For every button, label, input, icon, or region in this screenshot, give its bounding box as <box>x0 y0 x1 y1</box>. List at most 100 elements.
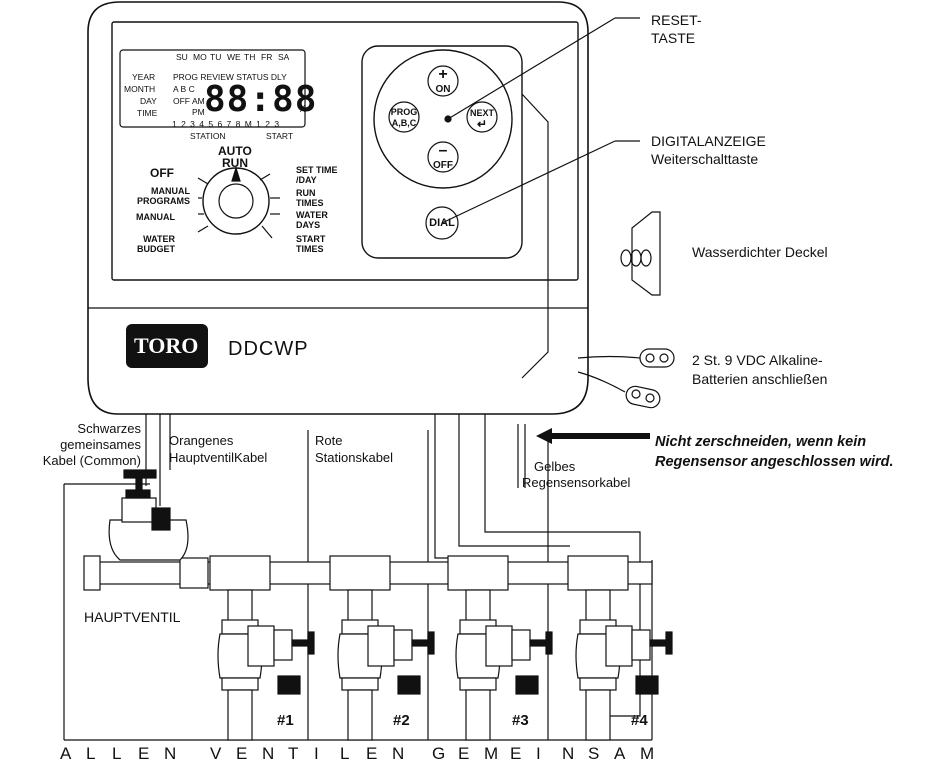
station-number-4: #4 <box>631 712 648 729</box>
lcd-time: TIME <box>137 108 158 118</box>
lcd-station-label: STATION <box>190 131 226 141</box>
lcd-year: YEAR <box>132 72 156 82</box>
station-wire-label-1: Rote <box>315 433 343 448</box>
toro-logo-text: TORO <box>134 333 199 358</box>
dial-water-days: WATER DAYS <box>296 210 328 230</box>
station-number-1: #1 <box>277 712 294 729</box>
caption-letter: I <box>536 744 541 763</box>
lcd-digits: 88:88 <box>204 79 318 120</box>
cover-label: Wasserdichter Deckel <box>692 244 828 260</box>
enter-icon: ↵ <box>476 117 488 131</box>
caption-letter: A <box>614 744 626 763</box>
caption-letter: L <box>86 744 96 763</box>
caption-letter: E <box>138 744 150 763</box>
battery-label-line1: 2 St. 9 VDC Alkaline- <box>692 352 823 368</box>
caption-letter: T <box>288 744 299 763</box>
toro-logo <box>126 324 208 368</box>
prog-button[interactable]: PROG <box>390 107 418 117</box>
lcd-station-numbers: 1 2 3 4 5 6 7 8 M 1 2 3 <box>172 119 281 129</box>
dial-water-budget: WATER BUDGET <box>137 234 175 254</box>
dial-start-times: START TIMES <box>296 234 326 254</box>
dial-off: OFF <box>150 166 174 180</box>
reset-label-line1: RESET- <box>651 12 702 28</box>
lcd-programs: A B C <box>173 84 195 94</box>
lcd-day-th: TH <box>244 52 256 62</box>
lcd-day-sa: SA <box>278 52 290 62</box>
caption-letter: I <box>314 744 319 763</box>
warning-line2: Regensensor angeschlossen wird. <box>655 454 894 470</box>
caption-letter: M <box>484 744 499 763</box>
dial-set-time: SET TIME /DAY <box>296 165 338 185</box>
caption-letter: E <box>236 744 248 763</box>
caption-letter: A <box>60 744 72 763</box>
lcd-pm: PM <box>192 107 205 117</box>
advance-label: Weiterschalttaste <box>651 151 759 167</box>
station-wire-label-2: Stationskabel <box>315 450 394 465</box>
dial-auto: AUTO <box>218 144 252 158</box>
station-number-2: #2 <box>393 712 410 729</box>
station-valve-3 <box>447 555 553 741</box>
controller-housing <box>87 1 589 415</box>
plus-icon: + <box>438 66 448 83</box>
lcd-day-tu: TU <box>210 52 222 62</box>
common-wire-label-1: Schwarzes <box>77 421 141 436</box>
caption-letter: M <box>640 744 655 763</box>
station-number-3: #3 <box>512 712 529 729</box>
dial-run-times: RUN TIMES <box>296 188 324 208</box>
common-wire-label-3: Kabel (Common) <box>42 453 141 468</box>
on-button[interactable]: ON <box>435 84 451 95</box>
sensor-wire-label-1: Gelbes <box>534 459 576 474</box>
caption-letter: E <box>510 744 522 763</box>
lcd-modes: PROG REVIEW STATUS DLY <box>173 72 287 82</box>
station-valve-2 <box>329 555 435 741</box>
dial-button[interactable]: DIAL <box>429 217 455 229</box>
lcd-day-we: WE <box>227 52 241 62</box>
master-wire-label-1: Orangenes <box>169 433 234 448</box>
caption-letter: N <box>164 744 177 763</box>
lcd-start-label: START <box>266 131 294 141</box>
lcd-percent: % <box>298 104 307 115</box>
station-valve-4 <box>567 555 673 741</box>
warning-line1: Nicht zerschneiden, wenn kein <box>655 434 867 450</box>
lcd-day-mo: MO <box>193 52 207 62</box>
caption-letter: L <box>112 744 122 763</box>
lcd-day-fr: FR <box>261 52 273 62</box>
prog-button-sub: A,B,C <box>391 118 417 128</box>
dial-run: RUN <box>222 156 248 170</box>
minus-icon: – <box>438 142 448 159</box>
button-pad <box>361 45 523 259</box>
master-valve-label: HAUPTVENTIL <box>84 609 181 625</box>
caption-letter: N <box>562 744 575 763</box>
selector-dial-inner <box>218 183 254 219</box>
dial-manual: MANUAL <box>136 212 175 222</box>
station-valve-1 <box>209 555 315 741</box>
lcd-off: OFF <box>173 96 190 106</box>
common-wire-label-2: gemeinsames <box>60 437 141 452</box>
sensor-wire-label-2: Regensensorkabel <box>522 475 631 490</box>
lcd-day: DAY <box>140 96 157 106</box>
dial-manual-programs: MANUAL PROGRAMS <box>136 186 190 206</box>
caption-letter: N <box>262 744 275 763</box>
lcd-window <box>119 49 306 128</box>
caption-letter: E <box>458 744 470 763</box>
battery-label-line2: Batterien anschließen <box>692 371 828 387</box>
caption-letter: L <box>340 744 350 763</box>
caption-letter: G <box>432 744 446 763</box>
caption-letter: S <box>588 744 600 763</box>
caption-letter: V <box>210 744 222 763</box>
master-wire-label-2: HauptventilKabel <box>169 450 268 465</box>
caption-letter: E <box>366 744 378 763</box>
lcd-day-su: SU <box>176 52 188 62</box>
off-button[interactable]: OFF <box>433 160 453 171</box>
caption-letter: N <box>392 744 405 763</box>
next-button[interactable]: NEXT <box>469 108 494 118</box>
lcd-month: MONTH <box>124 84 156 94</box>
lcd-am: AM <box>192 96 205 106</box>
display-panel <box>111 21 579 281</box>
display-label: DIGITALANZEIGE <box>651 133 766 149</box>
model-name: DDCWP <box>228 338 309 360</box>
reset-label-line2: TASTE <box>651 30 696 46</box>
